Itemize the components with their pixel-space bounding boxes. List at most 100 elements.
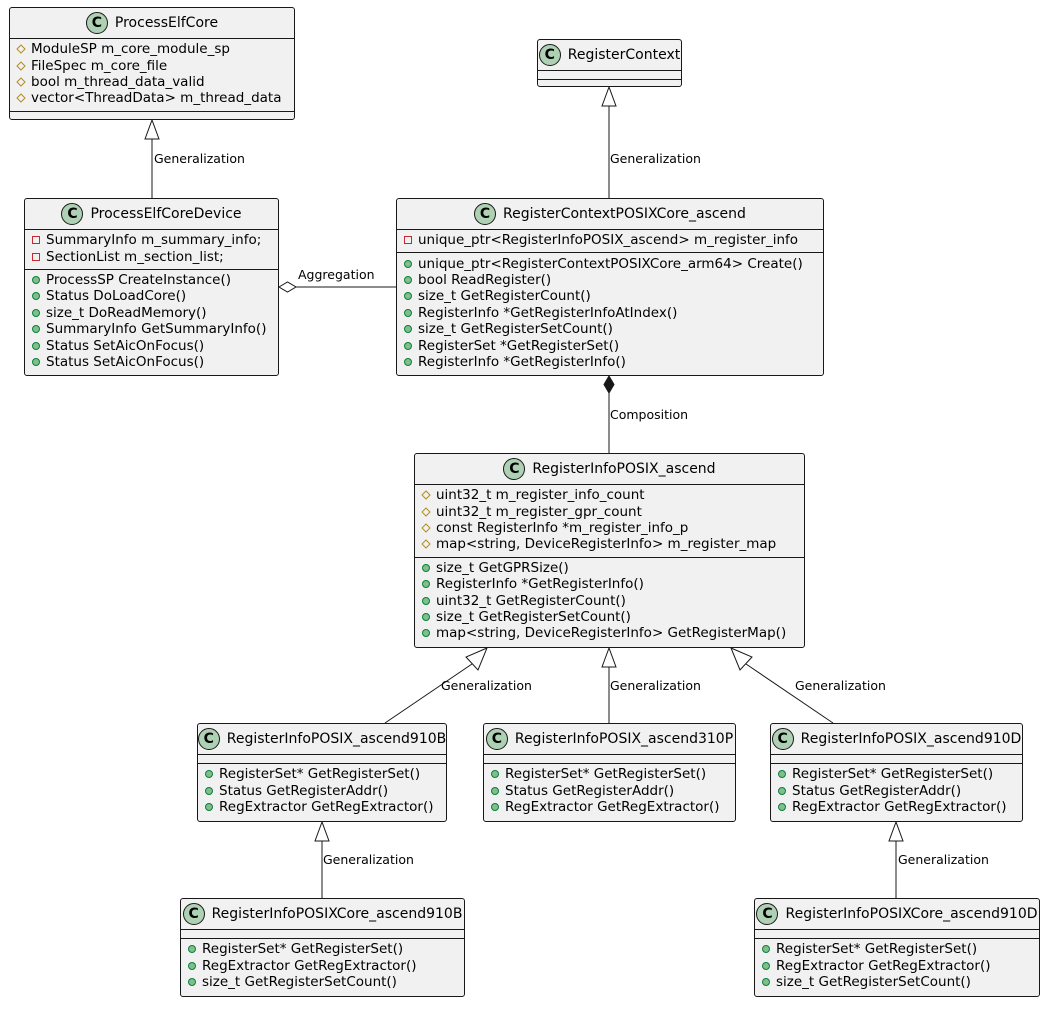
attribute-row: unique_ptr<RegisterInfoPOSIX_ascend> m_r… bbox=[397, 232, 823, 248]
attribute-text: SectionList m_section_list; bbox=[46, 248, 224, 265]
attribute-row: ModuleSP m_core_module_sp bbox=[10, 41, 294, 57]
method-text: size_t GetGPRSize() bbox=[436, 559, 569, 576]
class-circle-icon: C bbox=[182, 903, 205, 925]
method-row: Status SetAicOnFocus() bbox=[25, 354, 278, 370]
attributes-section bbox=[755, 930, 1039, 938]
method-row: uint32_t GetRegisterCount() bbox=[415, 592, 804, 609]
label-gen-310p: Generalization bbox=[610, 678, 701, 693]
methods-section: RegisterSet* GetRegisterSet()Status GetR… bbox=[198, 763, 446, 819]
public-visibility-icon bbox=[490, 769, 500, 779]
methods-section: RegisterSet* GetRegisterSet()Status GetR… bbox=[484, 763, 735, 819]
method-text: uint32_t GetRegisterCount() bbox=[436, 592, 626, 609]
class-circle-icon: C bbox=[756, 903, 779, 925]
attribute-text: SummaryInfo m_summary_info; bbox=[46, 232, 262, 249]
method-row: map<string, DeviceRegisterInfo> GetRegis… bbox=[415, 625, 804, 641]
methods-section bbox=[538, 79, 681, 88]
method-text: Status GetRegisterAddr() bbox=[792, 782, 962, 799]
attribute-row: SectionList m_section_list; bbox=[25, 248, 278, 265]
method-text: RegisterSet* GetRegisterSet() bbox=[792, 766, 994, 783]
method-row: RegisterInfo *GetRegisterInfo() bbox=[397, 354, 823, 370]
label-composition: Composition bbox=[610, 407, 689, 422]
method-row: RegExtractor GetRegExtractor() bbox=[198, 799, 446, 815]
class-name: RegisterContext bbox=[567, 47, 681, 63]
method-text: RegisterSet *GetRegisterSet() bbox=[418, 337, 620, 354]
methods-section bbox=[10, 110, 294, 120]
protected-visibility-icon bbox=[16, 44, 26, 54]
method-row: size_t GetRegisterCount() bbox=[397, 288, 823, 304]
public-visibility-icon bbox=[31, 275, 41, 285]
method-text: RegisterSet* GetRegisterSet() bbox=[202, 941, 404, 958]
attribute-row: uint32_t m_register_info_count bbox=[415, 487, 804, 503]
public-visibility-icon bbox=[31, 341, 41, 351]
method-row: SummaryInfo GetSummaryInfo() bbox=[25, 321, 278, 337]
method-row: Status GetRegisterAddr() bbox=[198, 782, 446, 799]
method-text: Status GetRegisterAddr() bbox=[219, 782, 389, 799]
public-visibility-icon bbox=[777, 786, 787, 796]
attribute-text: const RegisterInfo *m_register_info_p bbox=[436, 519, 689, 536]
protected-visibility-icon bbox=[16, 77, 26, 87]
public-visibility-icon bbox=[421, 596, 431, 606]
public-visibility-icon bbox=[403, 357, 413, 367]
public-visibility-icon bbox=[31, 324, 41, 334]
method-text: RegisterSet* GetRegisterSet() bbox=[505, 766, 707, 783]
private-visibility-icon bbox=[403, 235, 413, 245]
attribute-row: const RegisterInfo *m_register_info_p bbox=[415, 520, 804, 536]
protected-visibility-icon bbox=[16, 93, 26, 104]
attributes-section: unique_ptr<RegisterInfoPOSIX_ascend> m_r… bbox=[397, 230, 823, 252]
method-text: RegisterInfo *GetRegisterInfo() bbox=[418, 353, 626, 370]
attributes-section bbox=[538, 71, 681, 79]
label-gen-core910b: Generalization bbox=[323, 852, 414, 867]
method-text: RegExtractor GetRegExtractor() bbox=[776, 957, 991, 974]
arrow-gen-regctx bbox=[601, 85, 617, 107]
protected-visibility-icon bbox=[421, 539, 431, 550]
method-row: size_t GetRegisterSetCount() bbox=[397, 321, 823, 337]
method-text: RegisterInfo *GetRegisterInfoAtIndex() bbox=[418, 304, 678, 321]
method-row: unique_ptr<RegisterContextPOSIXCore_arm6… bbox=[397, 255, 823, 272]
method-row: Status GetRegisterAddr() bbox=[771, 782, 1022, 799]
class-header: C ProcessElfCoreDevice bbox=[25, 199, 278, 230]
class-name: RegisterInfoPOSIX_ascend bbox=[532, 461, 716, 477]
label-aggregation: Aggregation bbox=[298, 267, 375, 282]
public-visibility-icon bbox=[403, 324, 413, 334]
method-text: size_t GetRegisterSetCount() bbox=[202, 973, 397, 990]
attribute-text: map<string, DeviceRegisterInfo> m_regist… bbox=[436, 536, 777, 553]
method-row: bool ReadRegister() bbox=[397, 272, 823, 288]
method-text: map<string, DeviceRegisterInfo> GetRegis… bbox=[436, 625, 787, 642]
attributes-section: SummaryInfo m_summary_info;SectionList m… bbox=[25, 230, 278, 269]
edge-gen-910b bbox=[384, 663, 473, 724]
public-visibility-icon bbox=[403, 259, 413, 269]
arrow-gen-910d bbox=[730, 647, 753, 671]
protected-visibility-icon bbox=[421, 506, 431, 517]
public-visibility-icon bbox=[490, 786, 500, 796]
method-text: RegisterInfo *GetRegisterInfo() bbox=[436, 576, 644, 593]
method-row: RegExtractor GetRegExtractor() bbox=[771, 799, 1022, 815]
method-text: RegisterSet* GetRegisterSet() bbox=[776, 941, 978, 958]
class-circle-icon: C bbox=[61, 203, 84, 225]
methods-section: unique_ptr<RegisterContextPOSIXCore_arm6… bbox=[397, 252, 823, 374]
method-row: Status SetAicOnFocus() bbox=[25, 337, 278, 354]
public-visibility-icon bbox=[761, 961, 771, 971]
public-visibility-icon bbox=[403, 341, 413, 351]
public-visibility-icon bbox=[761, 977, 771, 987]
class-name: RegisterInfoPOSIX_ascend910D bbox=[800, 731, 1022, 747]
attribute-row: uint32_t m_register_gpr_count bbox=[415, 503, 804, 520]
attribute-text: bool m_thread_data_valid bbox=[31, 73, 205, 90]
attribute-text: ModuleSP m_core_module_sp bbox=[31, 41, 230, 58]
class-name: ProcessElfCoreDevice bbox=[90, 206, 242, 222]
method-text: unique_ptr<RegisterContextPOSIXCore_arm6… bbox=[418, 255, 803, 272]
method-text: size_t GetRegisterCount() bbox=[418, 288, 591, 305]
public-visibility-icon bbox=[31, 308, 41, 318]
